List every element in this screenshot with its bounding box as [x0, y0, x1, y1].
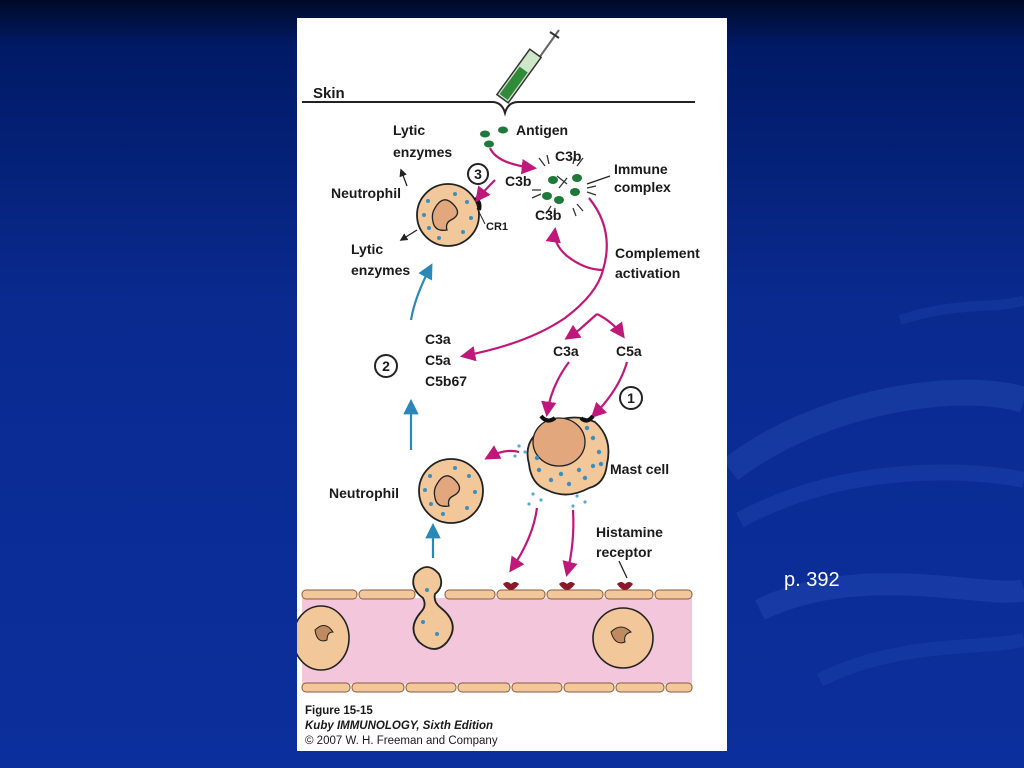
immune-complex-diagram: Skin Antigen C3b C3b	[297, 29, 700, 693]
antigen-to-complex-arrow	[488, 147, 538, 175]
mast-cell	[513, 414, 610, 508]
cr1-label: CR1	[486, 221, 508, 233]
lytic-enzymes-top-line1: Lytic	[393, 122, 425, 138]
cr1-pointer	[476, 207, 486, 225]
step-1-label: 1	[627, 390, 635, 406]
skin-surface-line	[302, 101, 695, 117]
syringe-icon	[495, 29, 560, 104]
complement-activation-arrows	[459, 197, 625, 362]
lytic-enzymes-mid-line1: Lytic	[351, 241, 383, 257]
mast-cell-output-arrows	[484, 445, 578, 577]
lytic-enzymes-top-arrow	[399, 168, 408, 187]
anaphylatoxin-to-mast-cell-arrows	[541, 361, 629, 419]
histamine-receptor-line2: receptor	[596, 544, 653, 560]
step-2-marker	[374, 354, 398, 378]
c3b-to-neutrophil-arrow	[475, 179, 496, 203]
figure-caption: Figure 15-15 Kuby IMMUNOLOGY, Sixth Edit…	[305, 704, 725, 749]
figure-panel: Skin Antigen C3b C3b	[297, 18, 727, 751]
c5a-right-label: C5a	[616, 343, 642, 359]
c3a-left-label: C3a	[425, 331, 451, 347]
mast-cell-label: Mast cell	[610, 461, 669, 477]
lytic-enzymes-mid-line2: enzymes	[351, 262, 410, 278]
antigen-particles	[480, 126, 508, 148]
lytic-enzymes-top-line2: enzymes	[393, 144, 452, 160]
neutrophil-top-cell	[416, 183, 482, 247]
c3b-top-label: C3b	[555, 148, 581, 164]
neutrophil-mid-cell	[418, 458, 484, 524]
skin-label: Skin	[313, 85, 345, 102]
figure-copyright: © 2007 W. H. Freeman and Company	[305, 735, 498, 747]
immune-complex	[531, 154, 597, 218]
neutrophil-mid-label: Neutrophil	[329, 485, 399, 501]
neutrophil-top-label: Neutrophil	[331, 185, 401, 201]
c3b-left-label: C3b	[505, 173, 531, 189]
histamine-receptor-pointer	[618, 560, 628, 579]
step-3-marker	[467, 163, 489, 185]
blood-vessel	[297, 566, 693, 693]
antigen-label: Antigen	[516, 122, 568, 138]
neutrophil-migration-arrows	[403, 263, 441, 558]
step-3-label: 3	[474, 166, 482, 182]
step-2-label: 2	[382, 358, 390, 374]
immune-complex-pointer	[586, 175, 611, 185]
histamine-receptor-line1: Histamine	[596, 524, 663, 540]
figure-book-title: Kuby IMMUNOLOGY, Sixth Edition	[305, 720, 494, 732]
figure-number: Figure 15-15	[305, 705, 373, 717]
complement-activation-line1: Complement	[615, 245, 700, 261]
c3a-right-label: C3a	[553, 343, 579, 359]
immune-complex-label-line2: complex	[614, 179, 671, 195]
step-1-marker	[619, 386, 643, 410]
c5b67-label: C5b67	[425, 373, 467, 389]
immune-complex-label-line1: Immune	[614, 161, 668, 177]
c5a-left-label: C5a	[425, 352, 451, 368]
page-reference: p. 392	[784, 569, 840, 591]
c3b-bottom-label: C3b	[535, 207, 561, 223]
complement-activation-line2: activation	[615, 265, 680, 281]
lytic-enzymes-mid-arrow	[399, 229, 418, 241]
